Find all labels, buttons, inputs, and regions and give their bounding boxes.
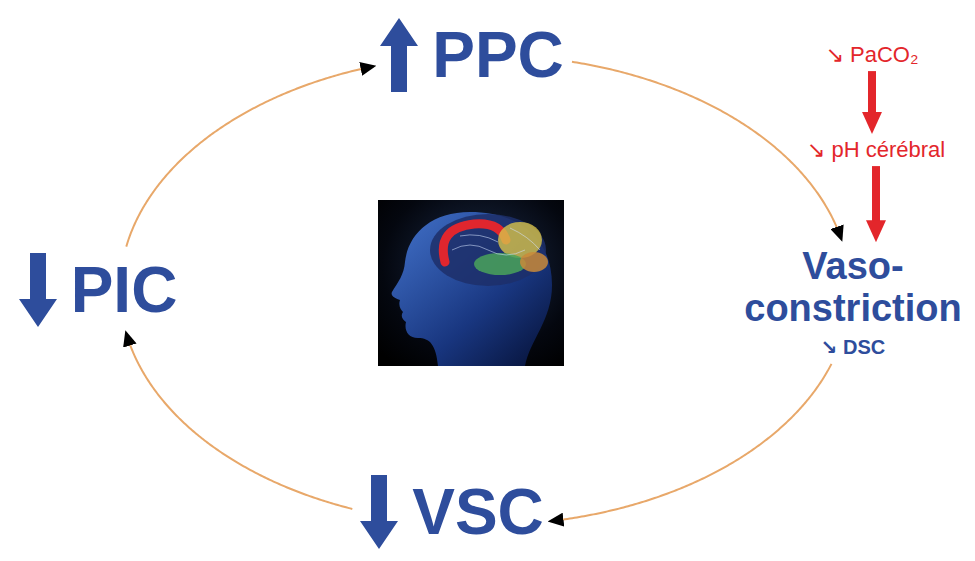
cycle-arrow: [126, 66, 373, 246]
text-group: VSC: [412, 477, 544, 547]
parameter-label: PIC: [19, 253, 178, 327]
text-group: PIC: [71, 255, 178, 325]
cycle-arrow: [551, 364, 832, 521]
decrease-arrow: [19, 253, 57, 327]
cycle-arrow: [126, 333, 352, 509]
arrow-shape: [360, 475, 398, 549]
head-silhouette: [392, 212, 552, 366]
text-group: PPC: [432, 20, 564, 90]
parameter-label: PPC: [380, 18, 564, 92]
decrease-arrow: [360, 475, 398, 549]
node-text: Vaso- constriction: [737, 246, 969, 330]
node-text: PIC: [71, 255, 178, 325]
node-subtext: ↘ DSC: [737, 336, 969, 358]
cause-label: ↘ pH cérébral: [807, 138, 945, 162]
node-text: ↘ PaCO₂: [826, 43, 919, 67]
node-text: VSC: [412, 477, 544, 547]
cause-label: ↘ PaCO₂: [826, 43, 919, 67]
temporal-lobe: [474, 253, 526, 275]
occipital-lobe: [520, 252, 548, 272]
brain-folds: [452, 228, 540, 255]
node-text: PPC: [432, 20, 564, 90]
arrow-shape: [19, 253, 57, 327]
arrow-shape: [380, 18, 418, 92]
mechanism-label: Vaso- constriction ↘ DSC: [737, 246, 969, 358]
image-background: [378, 200, 564, 366]
brain-base: [430, 214, 546, 286]
node-text: ↘ pH cérébral: [807, 138, 945, 162]
cycle-arrow: [572, 62, 841, 239]
increase-arrow: [380, 18, 418, 92]
cause-arrow: [872, 166, 880, 230]
parameter-label: VSC: [360, 475, 544, 549]
cause-arrow: [868, 71, 876, 122]
